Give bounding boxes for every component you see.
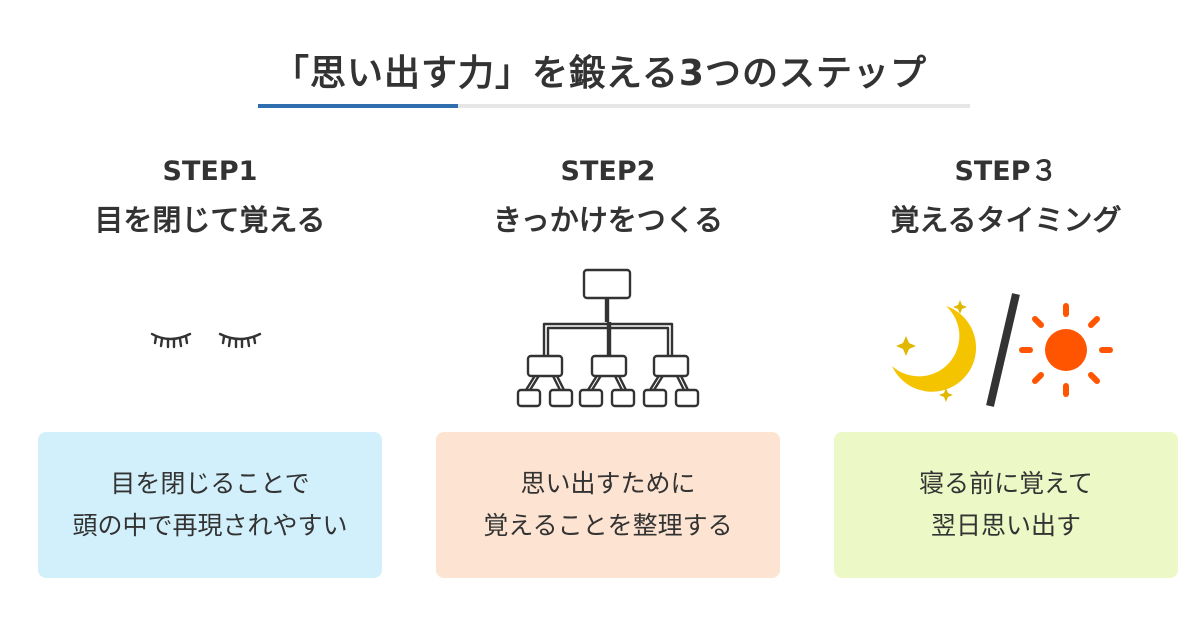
title-underline: [258, 104, 970, 108]
tree-leaf: [548, 388, 574, 408]
right-eyelid: [218, 332, 262, 341]
step-2: STEP2 きっかけをつくる: [436, 150, 780, 244]
tree-leaf: [516, 388, 542, 408]
step-1-text-line-2: 頭の中で再現されやすい: [72, 511, 348, 540]
page-title: 「思い出す力」を鍛える3つのステップ: [273, 53, 927, 94]
divider-slash: [986, 293, 1020, 407]
step-1-description-box: 目を閉じることで 頭の中で再現されやすい: [38, 432, 382, 578]
step-3-description-box: 寝る前に覚えて 翌日思い出す: [834, 432, 1178, 578]
step-2-text-line-1: 思い出すために: [520, 469, 696, 498]
closed-eyes-icon: [150, 332, 262, 349]
step-2-text-line-2: 覚えることを整理する: [483, 511, 733, 540]
tree-node: [526, 354, 564, 378]
sparkle-icon: [939, 388, 953, 402]
step-3-heading: 覚えるタイミング: [890, 203, 1122, 237]
tree-node: [652, 354, 690, 378]
step-2-label: STEP2: [560, 156, 656, 187]
step-3-text-line-2: 翌日思い出す: [930, 511, 1081, 540]
step-2-heading: きっかけをつくる: [492, 203, 724, 237]
step-1-heading: 目を閉じて覚える: [94, 203, 326, 237]
step-3-text-line-1: 寝る前に覚えて: [919, 469, 1093, 498]
sparkle-icon: [896, 336, 916, 356]
tree-diagram-icon: [516, 268, 700, 408]
step-1-label: STEP1: [162, 156, 258, 187]
tree-leaf: [642, 388, 668, 408]
tree-node: [590, 354, 628, 378]
tree-leaf: [674, 388, 700, 408]
tree-leaf: [578, 388, 604, 408]
step-3: STEP３ 覚えるタイミング: [834, 150, 1178, 244]
step-1: STEP1 目を閉じて覚える: [38, 150, 382, 244]
step-2-description-box: 思い出すために 覚えることを整理する: [436, 432, 780, 578]
step-1-text-line-1: 目を閉じることで: [110, 469, 310, 498]
step-3-label: STEP３: [954, 156, 1058, 187]
left-eyelid: [150, 332, 192, 341]
title-underline-accent: [258, 104, 458, 108]
tree-leaf: [610, 388, 636, 408]
sun-icon: [1019, 303, 1113, 397]
moon-icon: [892, 306, 977, 392]
moon-sun-icon: [892, 293, 1113, 407]
tree-root-node: [582, 268, 632, 300]
sparkle-icon: [953, 300, 967, 314]
